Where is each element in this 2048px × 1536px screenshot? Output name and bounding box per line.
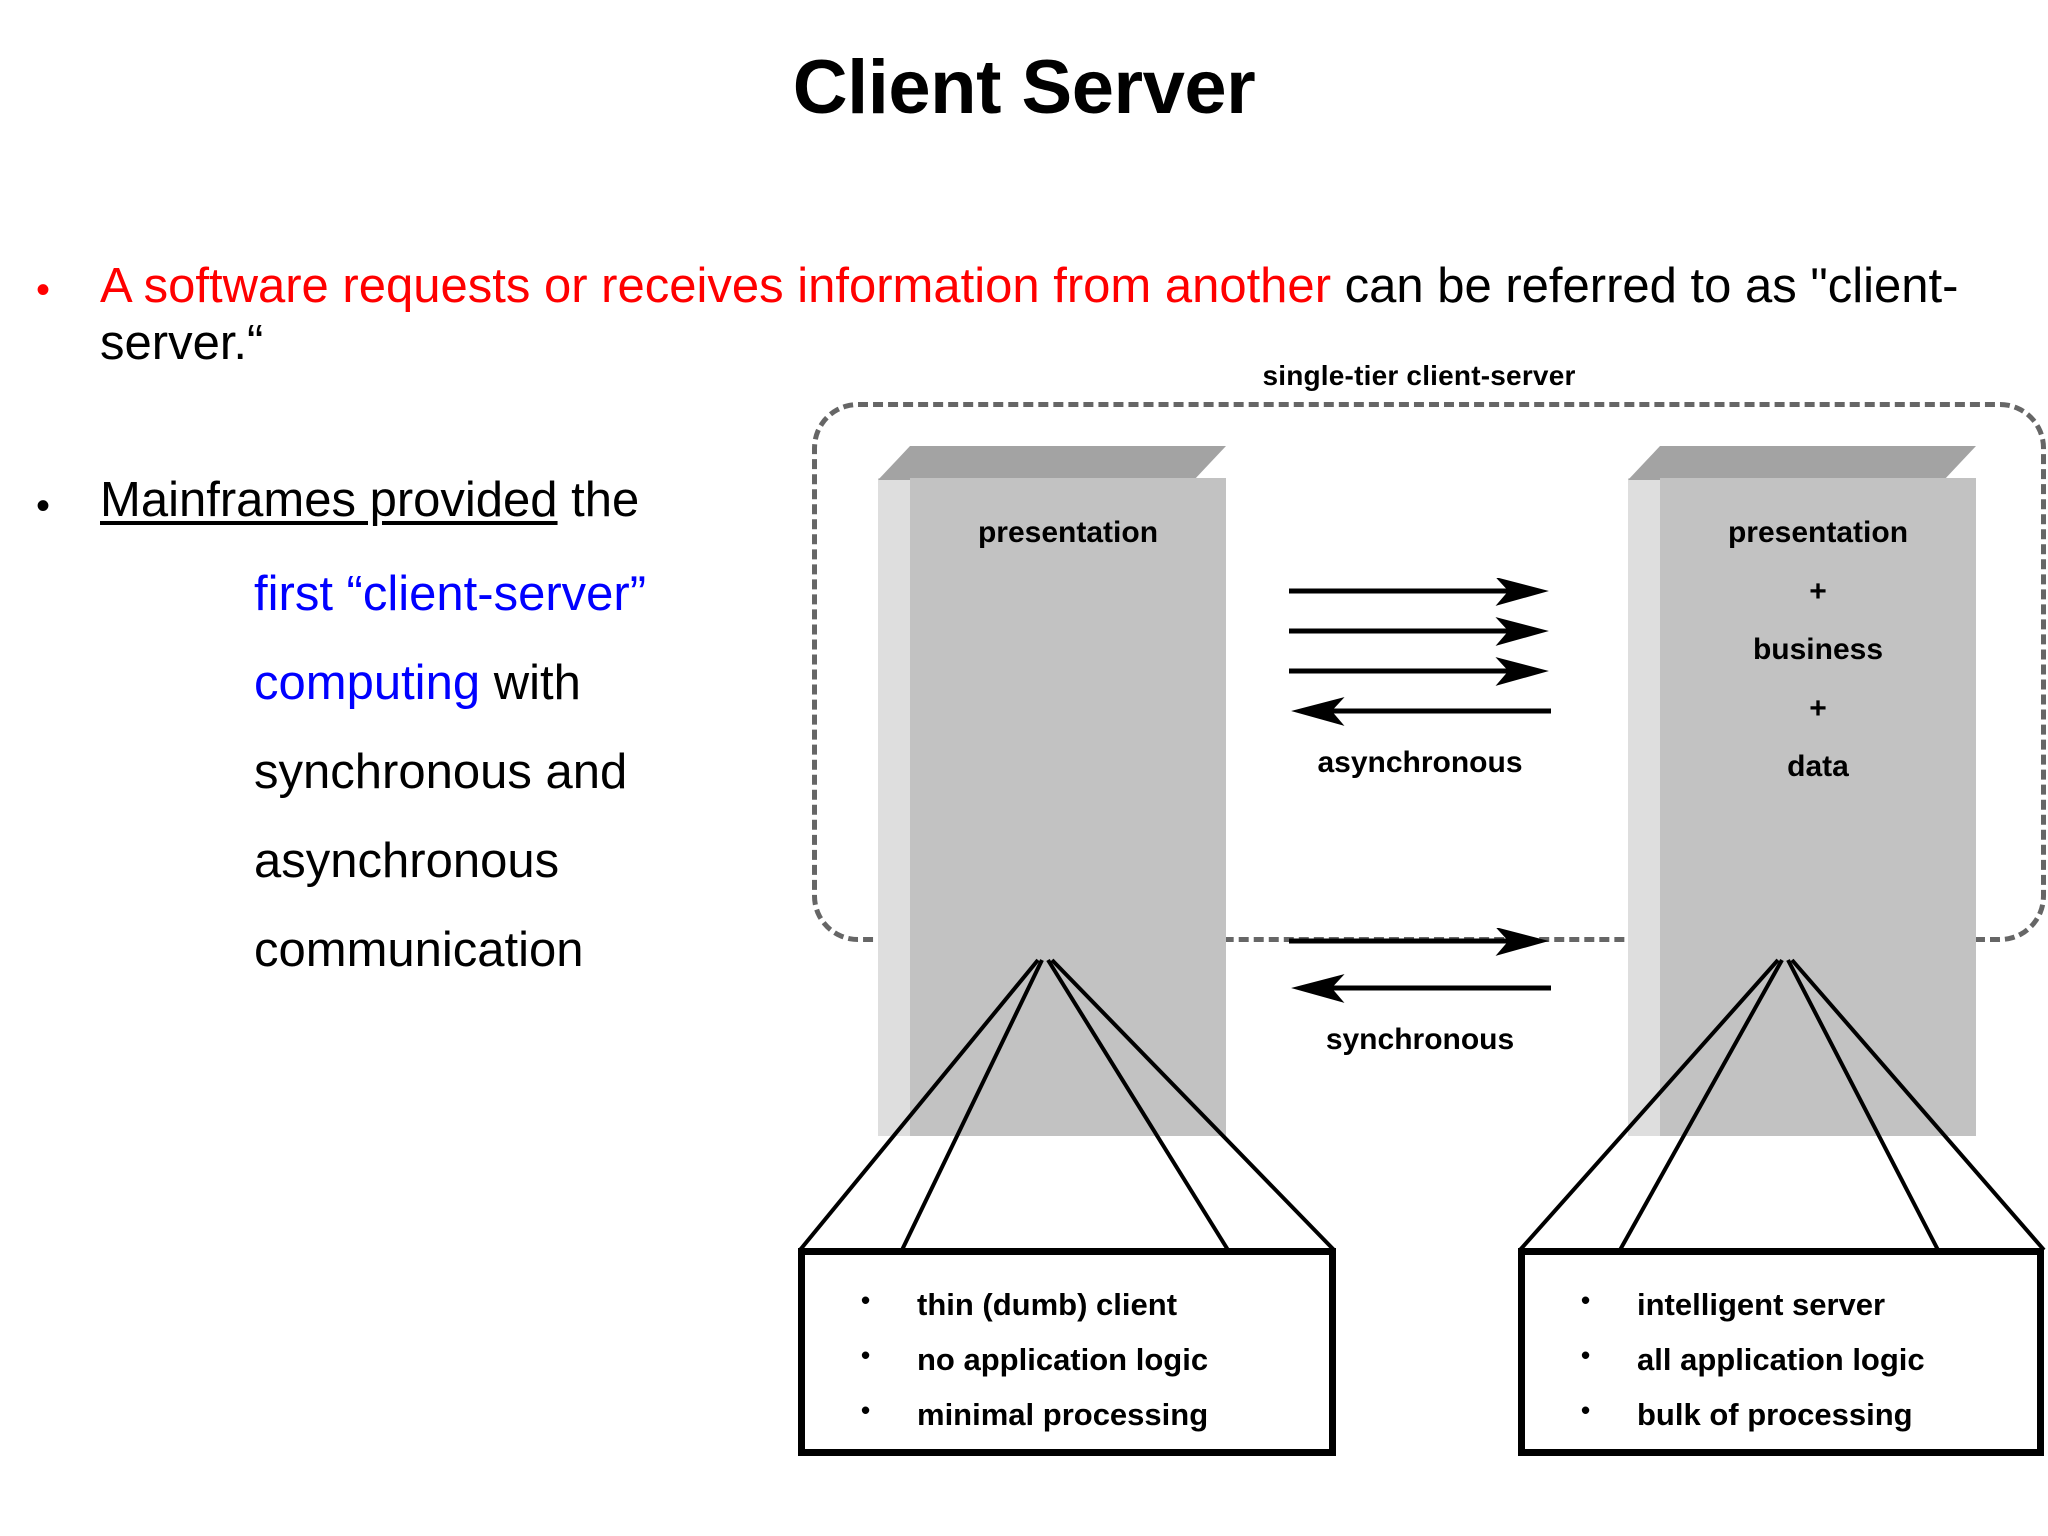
- list-item: thin (dumb) client: [861, 1277, 1329, 1332]
- server-callout-list: intelligent server all application logic…: [1525, 1255, 2037, 1443]
- bullet-2-subline-5: communication: [254, 923, 584, 977]
- box-side-face: [1628, 478, 1660, 1136]
- synchronous-arrow-group: synchronous: [1285, 927, 1555, 1056]
- client-box-label: presentation: [910, 480, 1226, 563]
- bullet-1-text: A software requests or receives informat…: [100, 258, 2048, 372]
- asynchronous-label: asynchronous: [1317, 746, 1523, 779]
- asynchronous-arrows-icon: [1289, 577, 1551, 726]
- server-box-line-4: +: [1809, 691, 1827, 725]
- synchronous-arrows-icon: [1289, 927, 1551, 1003]
- client-box-line-1: presentation: [977, 516, 1159, 549]
- page-title: Client Server: [792, 45, 1256, 130]
- bullet-2-line-1: Mainframes provided the: [100, 476, 639, 525]
- bullet-2-underlined: Mainframes provided: [100, 473, 558, 527]
- subline-2-blue: computing: [254, 656, 481, 710]
- list-item: all application logic: [1581, 1332, 2037, 1387]
- server-box-line-2: +: [1809, 574, 1827, 608]
- server-box-line-5: data: [1787, 750, 1849, 783]
- server-box-label: presentation + business + data: [1660, 480, 1976, 797]
- server-box-3d: presentation + business + data: [1628, 446, 1976, 1136]
- bullet-marker-icon: •: [36, 268, 51, 312]
- bullet-2-subline-3: synchronous and: [254, 745, 628, 799]
- client-callout-box: thin (dumb) client no application logic …: [798, 1248, 1336, 1456]
- synchronous-label: synchronous: [1325, 1023, 1515, 1056]
- list-item: intelligent server: [1581, 1277, 2037, 1332]
- server-box-line-1: presentation: [1727, 516, 1909, 549]
- server-callout-box: intelligent server all application logic…: [1518, 1248, 2044, 1456]
- box-top-face: [878, 446, 1226, 480]
- bullet-2-line1-rest: the: [557, 473, 640, 527]
- bullet-1-rest: can be referred to as "client-server.“: [100, 259, 1959, 370]
- box-side-face: [878, 478, 910, 1136]
- client-callout-list: thin (dumb) client no application logic …: [805, 1255, 1329, 1443]
- box-top-face: [1628, 446, 1976, 480]
- client-box-3d: presentation: [878, 446, 1226, 1136]
- diagram-caption: single-tier client-server: [1262, 360, 1576, 391]
- list-item: minimal processing: [861, 1387, 1329, 1442]
- subline-2-black: with: [480, 656, 581, 710]
- list-item: bulk of processing: [1581, 1387, 2037, 1442]
- bullet-2-subline-1: first “client-server”: [254, 570, 646, 619]
- box-front-face: [910, 478, 1226, 1136]
- list-item: no application logic: [861, 1332, 1329, 1387]
- bullet-2-subline-4: asynchronous: [254, 834, 560, 888]
- bullet-1-highlight: A software requests or receives informat…: [100, 259, 1332, 313]
- subline-1-blue: first “client-server”: [254, 567, 647, 621]
- server-box-line-3: business: [1752, 633, 1884, 666]
- client-server-diagram: single-tier client-server presentation p…: [790, 360, 2048, 1536]
- asynchronous-arrow-group: asynchronous: [1285, 577, 1555, 779]
- bullet-2-subline-2: computing with: [254, 659, 581, 708]
- bullet-marker-icon: •: [36, 484, 51, 528]
